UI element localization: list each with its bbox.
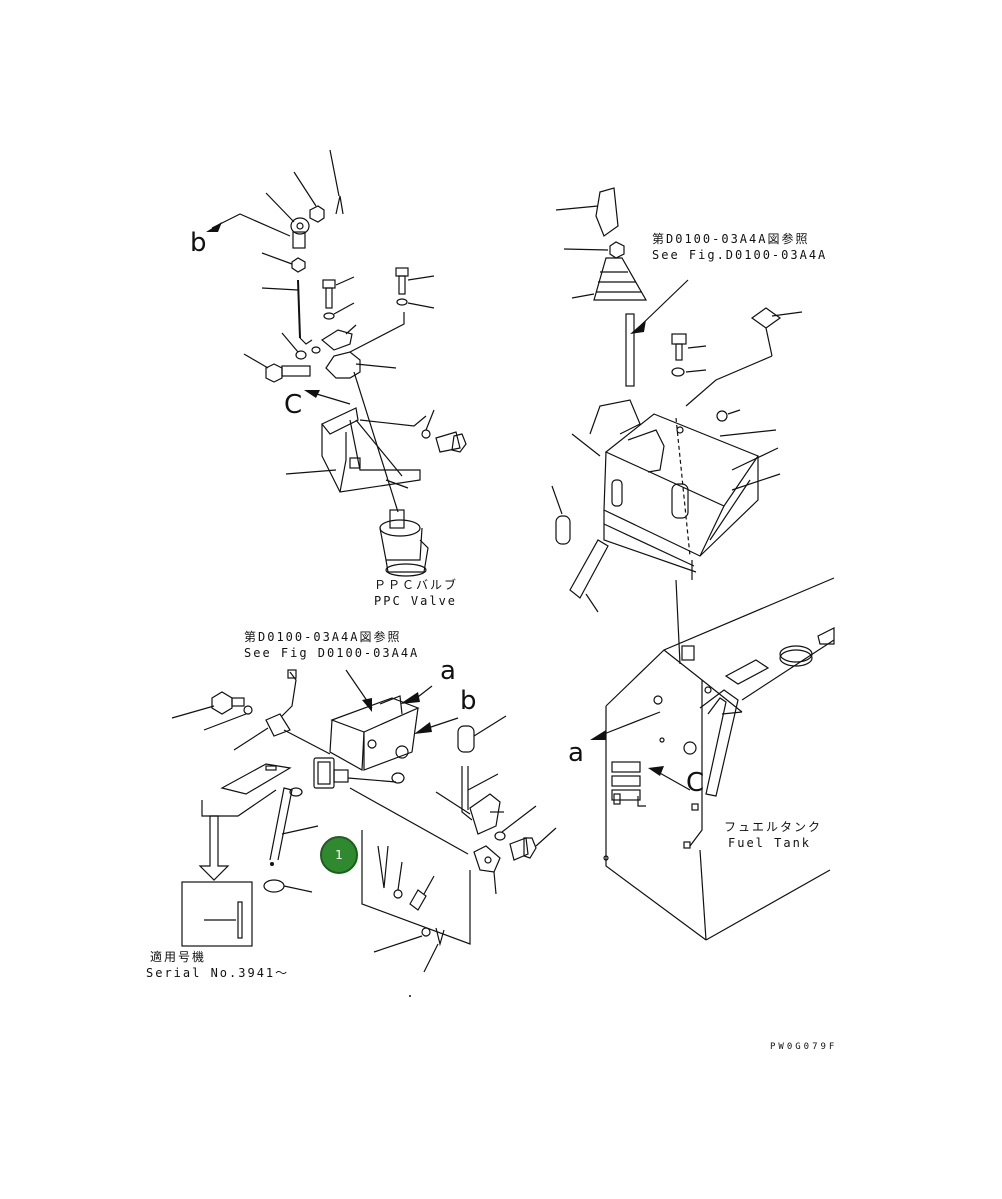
ref-label-mid-jp: 第D0100-03A4A図参照 xyxy=(244,630,402,644)
ref-label-mid-en: See Fig D0100-03A4A xyxy=(244,646,420,660)
console-assembly xyxy=(551,187,803,665)
ppc-valve-label-en: PPC Valve xyxy=(374,594,458,608)
arrow-label-a-mid: a xyxy=(440,656,456,686)
arrow-label-b-top: b xyxy=(190,228,207,258)
arrow-label-b-mid: b xyxy=(460,686,477,716)
serial-label-jp: 適用号機 xyxy=(150,950,207,964)
fuel-tank-label-jp: フュエルタンク xyxy=(724,820,823,834)
ppc-valve-label-jp: ＰＰＣバルブ xyxy=(374,578,459,592)
serial-label-en: Serial No.3941～ xyxy=(146,966,290,980)
fuel-tank-label-en: Fuel Tank xyxy=(728,836,812,850)
arrow-label-c-right: C xyxy=(686,768,705,798)
lower-linkage xyxy=(171,669,557,997)
ref-label-top-jp: 第D0100-03A4A図参照 xyxy=(652,232,810,246)
ref-label-top-en: See Fig.D0100-03A4A xyxy=(652,248,828,262)
arrow-label-a-right: a xyxy=(568,738,584,768)
arrow-label-c-top: C xyxy=(284,390,303,420)
fuel-tank xyxy=(590,577,835,941)
callout-number: 1 xyxy=(335,848,343,862)
callout-badge[interactable]: 1 xyxy=(320,836,358,874)
linkage-assembly xyxy=(206,149,467,577)
drawing-code: PW0G079F xyxy=(770,1042,838,1052)
